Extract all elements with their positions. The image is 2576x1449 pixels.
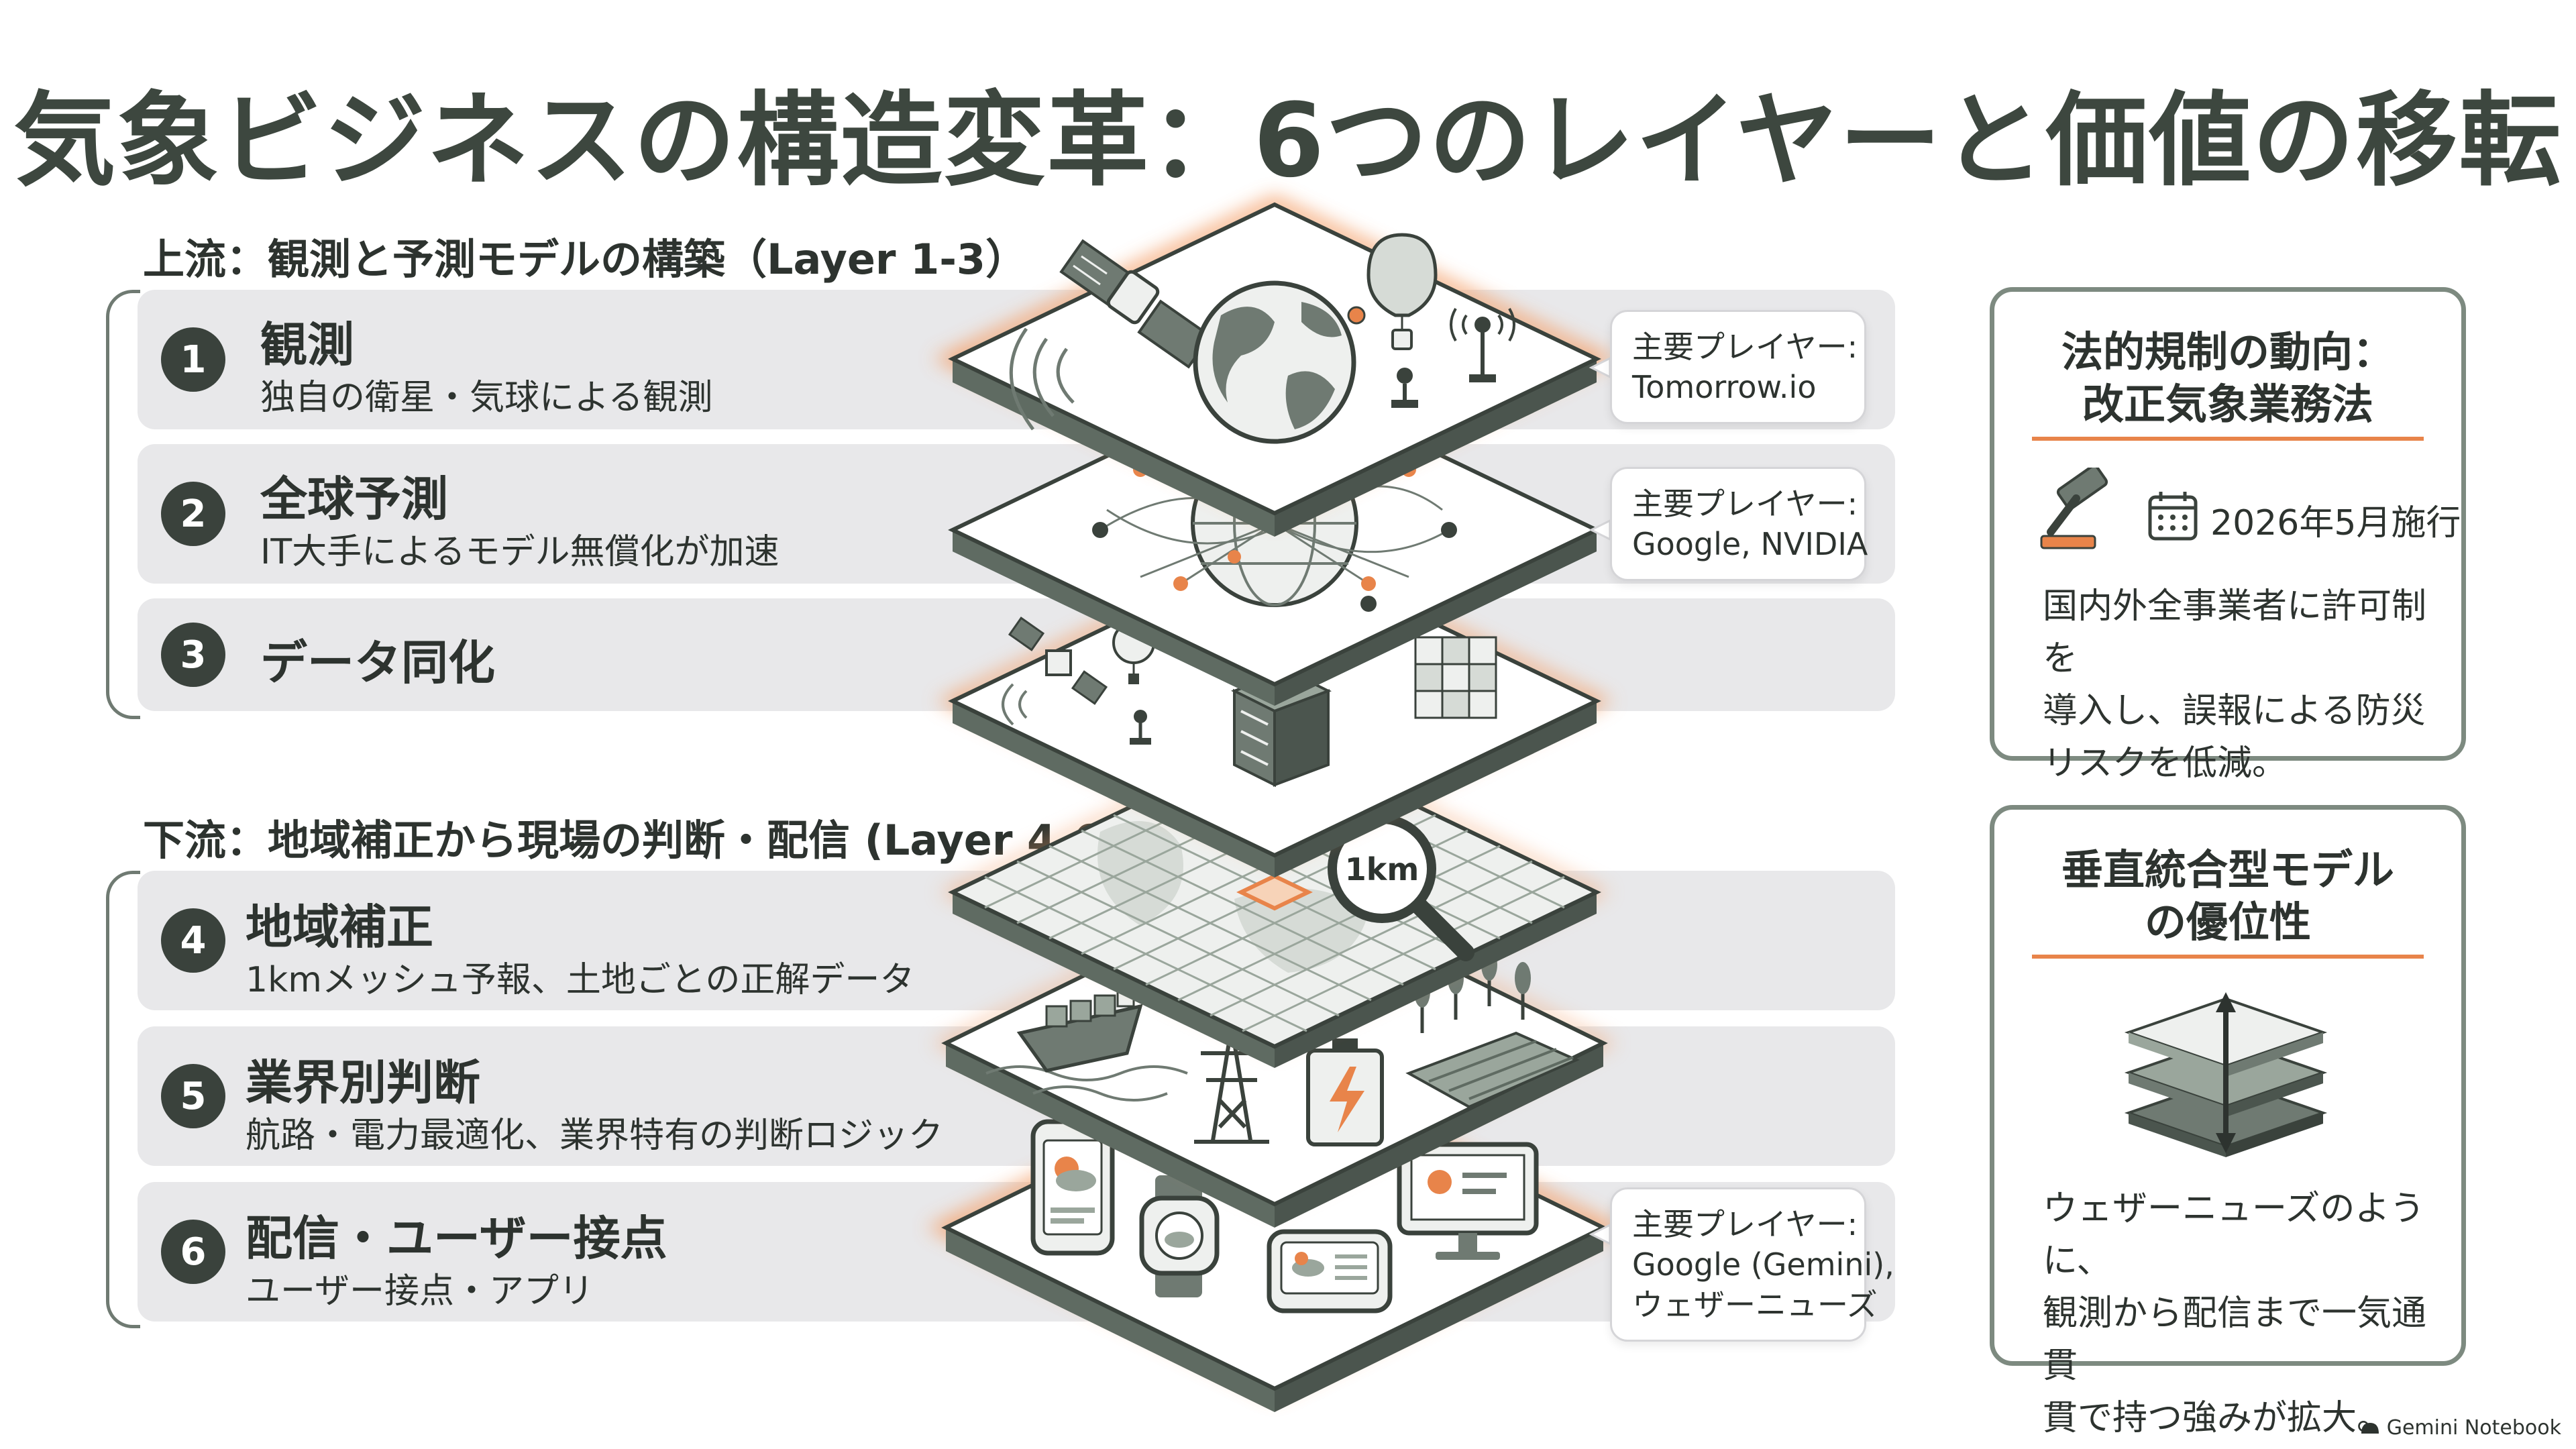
- vertical-title-1: 垂直統合型モデル: [2061, 845, 2394, 894]
- map-grid-line: [1177, 845, 1501, 1002]
- upstream-bracket: [106, 290, 140, 719]
- monitor-icon: [1397, 1142, 1539, 1260]
- satellite-icon: [1059, 239, 1212, 369]
- globe-icon: [1193, 280, 1356, 444]
- layer-number-1: 1: [161, 327, 225, 392]
- layer-number-5: 5: [161, 1064, 225, 1128]
- map-badge: 1km: [1345, 851, 1419, 888]
- layer-plate-4: 1km: [938, 731, 1611, 1068]
- layer-name-3: データ同化: [260, 635, 495, 690]
- regulation-title-1: 法的規制の動向：: [2061, 327, 2394, 376]
- stacked-layers-icon: [2124, 992, 2328, 1157]
- gemini-logo-icon: [2361, 1422, 2379, 1434]
- downstream-label: 下流：地域補正から現場の判断・配信 (Layer 4-6): [143, 816, 1122, 865]
- smartwatch-icon: [1139, 1175, 1220, 1297]
- layer-plate-1: [932, 195, 1617, 537]
- magnifier-icon: 1km: [1328, 814, 1474, 961]
- regulation-body: 国内外全事業者に許可制を 導入し、誤報による防災 リスクを低減。: [2043, 586, 2427, 784]
- regulation-rule: [2032, 437, 2424, 441]
- player-names-2: Google, NVIDIA: [1632, 526, 1868, 562]
- server-icon: [1231, 669, 1332, 788]
- downstream-bracket: [106, 871, 140, 1328]
- balloon-icon: [1366, 233, 1438, 350]
- player-names-1: Tomorrow.io: [1632, 369, 1817, 405]
- layer-number-4: 4: [161, 908, 225, 973]
- layer-name-6: 配信・ユーザー接点: [246, 1211, 667, 1266]
- vertical-integration-panel: 垂直統合型モデル の優位性 ウェザーニューズのように、 観測から配信まで一気通貫…: [1990, 805, 2466, 1438]
- calendar-icon: [2148, 492, 2198, 541]
- vertical-body: ウェザーニューズのように、 観測から配信まで一気通貫 貫で持つ強みが拡大。: [2043, 1189, 2427, 1438]
- upstream-label: 上流：観測と予測モデルの構築（Layer 1-3）: [143, 235, 1028, 284]
- layer-desc-6: ユーザー接点・アプリ: [246, 1271, 594, 1311]
- player-names-6b: ウェザーニューズ: [1632, 1287, 1878, 1323]
- radar-tower-icon: [1130, 710, 1151, 745]
- layer-number-6: 6: [161, 1220, 225, 1284]
- radar-tower-icon: [1391, 307, 1515, 408]
- vertical-title-2: の優位性: [2144, 898, 2311, 947]
- map-grid-line: [1210, 860, 1533, 1017]
- brand-mark: Gemini Notebook: [2360, 1416, 2561, 1440]
- player-label-6: 主要プレイヤー:: [1632, 1206, 1858, 1242]
- layer-number-2: 2: [161, 482, 225, 546]
- layer-name-2: 全球予測: [260, 472, 448, 527]
- regulation-date: 2026年5月施行: [2210, 503, 2461, 543]
- vertical-rule: [2032, 955, 2424, 959]
- player-label-1: 主要プレイヤー:: [1632, 329, 1858, 365]
- layer-desc-5: 航路・電力最適化、業界特有の判断ロジック: [246, 1116, 944, 1156]
- player-callout-6: 主要プレイヤー: Google (Gemini), ウェザーニューズ: [1610, 1187, 1894, 1342]
- player-label-2: 主要プレイヤー:: [1632, 486, 1858, 522]
- smart-display-icon: [1267, 1229, 1393, 1313]
- layer-name-1: 観測: [260, 317, 354, 372]
- layer-name-5: 業界別判断: [246, 1055, 480, 1110]
- player-names-6a: Google (Gemini),: [1632, 1246, 1894, 1283]
- layer-number-3: 3: [161, 623, 225, 687]
- battery-icon: [1306, 1038, 1384, 1146]
- layer-desc-2: IT大手によるモデル無償化が加速: [260, 532, 780, 572]
- regulation-title-2: 改正気象業務法: [2082, 380, 2373, 429]
- map-grid-line: [1242, 875, 1565, 1032]
- brand-text: Gemini Notebook: [2386, 1416, 2561, 1440]
- ship-icon: [1016, 978, 1143, 1073]
- regulation-panel: 法的規制の動向： 改正気象業務法 2026年5月施行 国内外全事業者に許可制を …: [1990, 287, 2466, 784]
- smartphone-icon: [1030, 1119, 1115, 1256]
- layer-desc-1: 独自の衛星・気球による観測: [260, 378, 713, 418]
- player-callout-1: 主要プレイヤー: Tomorrow.io: [1610, 310, 1866, 424]
- satellite-icon: [1008, 616, 1108, 705]
- layer-desc-4: 1kmメッシュ予報、土地ごとの正解データ: [246, 960, 915, 1000]
- layer-name-4: 地域補正: [246, 900, 433, 955]
- gavel-icon: [2040, 468, 2108, 549]
- player-callout-2: 主要プレイヤー: Google, NVIDIA: [1610, 467, 1868, 581]
- data-cubes-icon: [1414, 636, 1497, 719]
- page-title: 気象ビジネスの構造変革：6つのレイヤーと価値の移転: [13, 81, 2563, 200]
